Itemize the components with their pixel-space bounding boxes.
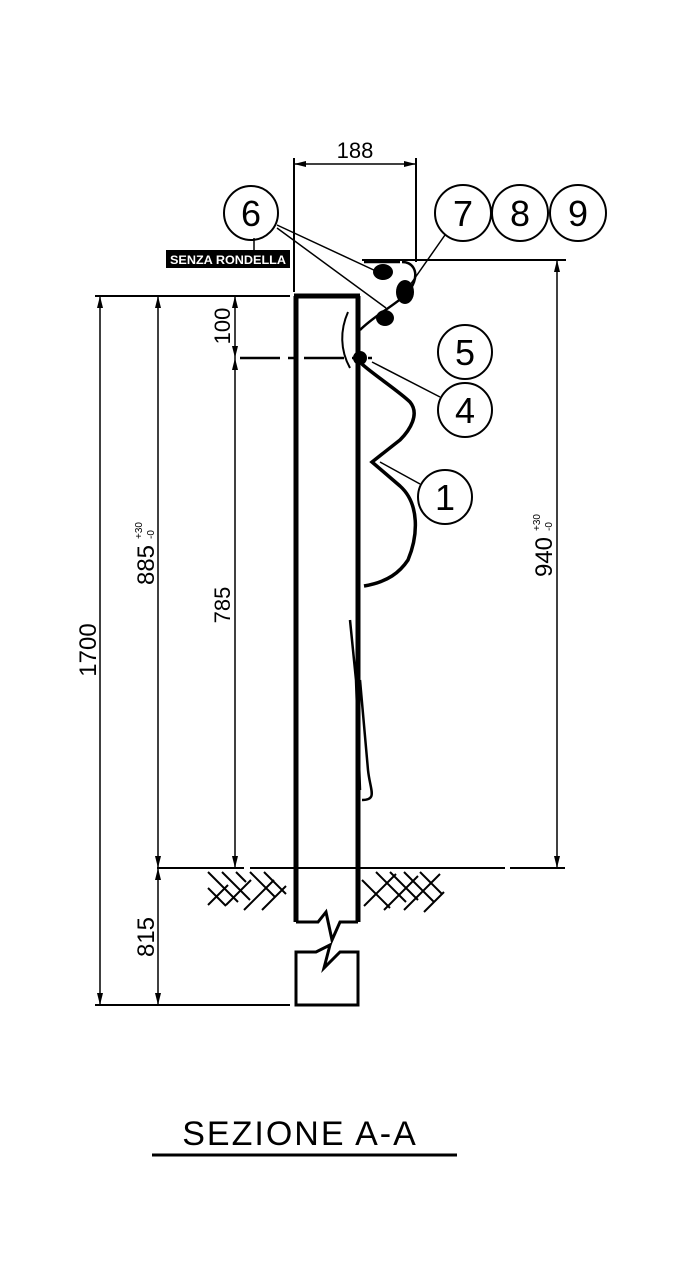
dim-1700-label: 1700 xyxy=(75,623,102,676)
section-title: SEZIONE A-A xyxy=(152,1115,457,1157)
svg-text:SEZIONE A-A: SEZIONE A-A xyxy=(182,1115,418,1153)
callout-9: 9 xyxy=(549,184,607,242)
svg-text:SENZA RONDELLA: SENZA RONDELLA xyxy=(170,253,286,267)
note-senza-rondella: SENZA RONDELLA xyxy=(166,238,290,268)
svg-text:-0: -0 xyxy=(544,522,555,531)
callout-4: 4 xyxy=(437,382,493,438)
dimension-188: 188 xyxy=(293,138,417,292)
callout-1: 1 xyxy=(417,469,473,525)
svg-text:+30: +30 xyxy=(532,514,543,531)
svg-text:6: 6 xyxy=(241,193,261,234)
soil-hatch-left xyxy=(207,871,287,911)
dim-100-label: 100 xyxy=(210,308,235,345)
svg-text:9: 9 xyxy=(568,193,588,234)
svg-text:8: 8 xyxy=(510,193,530,234)
svg-text:-0: -0 xyxy=(146,530,157,539)
soil-hatch-right xyxy=(361,871,445,913)
svg-text:4: 4 xyxy=(455,390,475,431)
w-beam-rail xyxy=(240,260,418,802)
callout-8: 8 xyxy=(491,184,549,242)
dim-815-label: 815 xyxy=(133,917,160,957)
ground xyxy=(157,867,565,913)
dimension-lines: 1700 885 +30 -0 100 785 815 940 +30 -0 xyxy=(75,259,566,1006)
post xyxy=(293,293,361,1007)
fastener-group xyxy=(373,264,414,326)
callout-6: 6 xyxy=(223,185,279,241)
svg-text:1: 1 xyxy=(435,477,455,518)
dim-940-label: 940 xyxy=(531,537,558,577)
callout-7: 7 xyxy=(434,184,492,242)
dim-188-label: 188 xyxy=(337,138,374,163)
svg-text:5: 5 xyxy=(455,332,475,373)
dim-885-label: 885 xyxy=(133,545,160,585)
dim-785-label: 785 xyxy=(210,587,235,624)
svg-text:7: 7 xyxy=(453,193,473,234)
svg-text:+30: +30 xyxy=(134,522,145,539)
callout-5: 5 xyxy=(437,324,493,380)
